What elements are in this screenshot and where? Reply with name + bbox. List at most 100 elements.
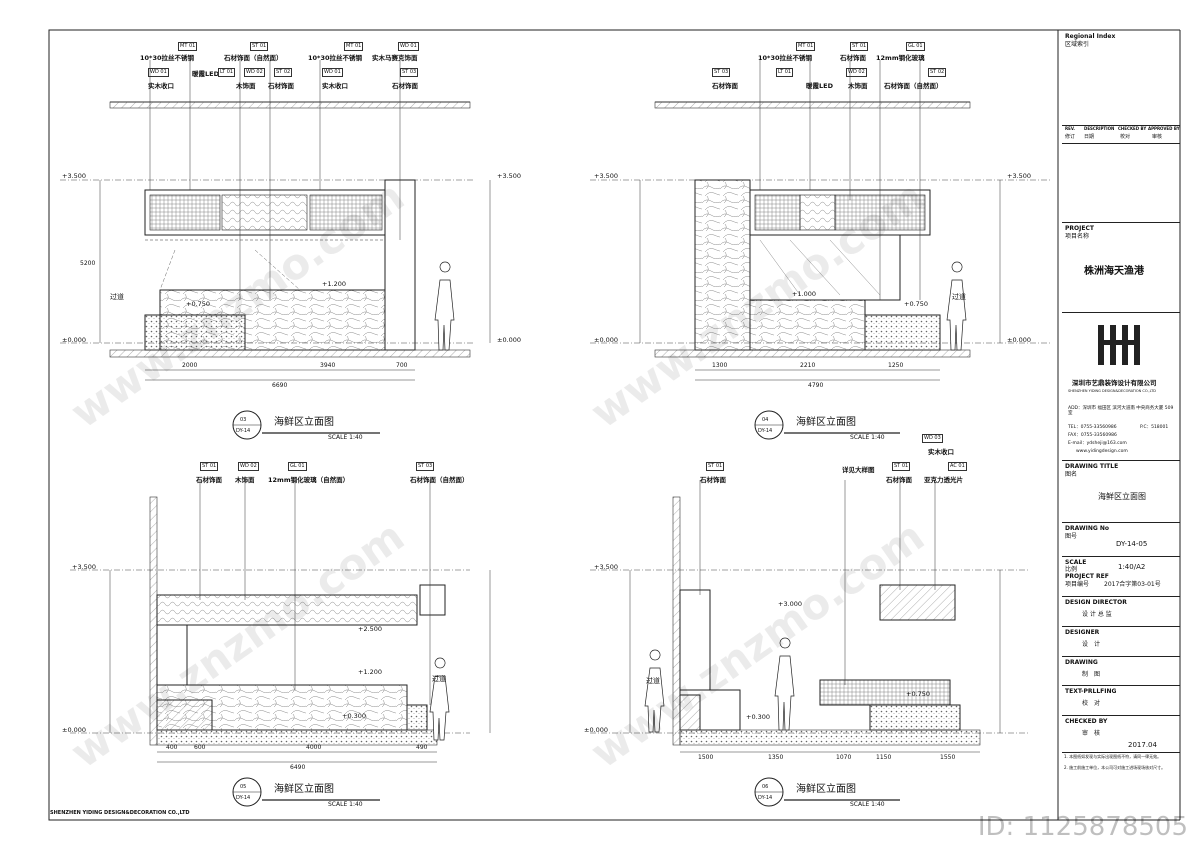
elevation-03 bbox=[60, 60, 491, 440]
material-tag: WD 02 bbox=[846, 68, 867, 77]
level-mark: +3.500 bbox=[594, 563, 619, 571]
sheet-drawing-title: 海鲜区立面图 bbox=[1098, 492, 1146, 501]
level-mark: +3.500 bbox=[62, 172, 87, 180]
dimension: 400 bbox=[166, 744, 178, 751]
drawing-title-label-cn: 图名 bbox=[1065, 471, 1078, 478]
company-address: ADD：深圳市 福田区 滨河大道南 中央商务大厦 509 室 bbox=[1068, 406, 1174, 417]
level-mark: ±0.000 bbox=[594, 336, 619, 344]
material-tag: MT 01 bbox=[796, 42, 816, 51]
level-mark: ±0.000 bbox=[62, 726, 87, 734]
annotation: 12mm钢化玻璃 bbox=[876, 54, 925, 62]
annotation: 木饰面 bbox=[848, 82, 868, 90]
level-mark: +1.200 bbox=[358, 668, 383, 676]
sheet-date: 2017.04 bbox=[1128, 741, 1157, 749]
annotation: 实木马赛克饰面 bbox=[372, 54, 418, 62]
project-ref-label: PROJECT REF bbox=[1065, 573, 1109, 580]
passage-label: 过道 bbox=[952, 293, 966, 301]
level-mark: +0.750 bbox=[186, 300, 211, 308]
material-tag: WD 01 bbox=[148, 68, 169, 77]
dimension: 2000 bbox=[182, 362, 198, 369]
dimension: 600 bbox=[194, 744, 206, 751]
project-ref: 2017合字第03-01号 bbox=[1104, 581, 1161, 588]
company-pc: P.C：518001 bbox=[1140, 425, 1169, 430]
rev-header-cn: 修订 bbox=[1065, 134, 1076, 140]
material-tag: ST 01 bbox=[200, 462, 219, 471]
drawing-cn: 制 图 bbox=[1082, 671, 1101, 678]
rev-header-cn: 校对 bbox=[1120, 134, 1131, 140]
company-web: www.yidingdesign.com bbox=[1076, 449, 1128, 454]
annotation: 木饰面 bbox=[236, 82, 256, 90]
annotation: 石材饰面 bbox=[886, 476, 912, 484]
dimension-side: 5200 bbox=[80, 260, 96, 267]
material-tag: MT 01 bbox=[344, 42, 364, 51]
drawing-title: 海鲜区立面图 bbox=[274, 784, 334, 795]
note: 1. 本图纸如发现与实际出现图纸不符，请同一律无效。 bbox=[1064, 754, 1162, 759]
dimension: 1150 bbox=[876, 754, 892, 761]
annotation: 石材饰面 bbox=[196, 476, 222, 484]
passage-label: 过道 bbox=[110, 293, 124, 301]
text-proof-label: TEXT-PRLLFING bbox=[1065, 688, 1117, 695]
note: 2. 施工前施工单位，本公司可对施工进场现场核对尺寸。 bbox=[1064, 765, 1166, 770]
material-tag: ST 03 bbox=[712, 68, 731, 77]
material-tag: WD 03 bbox=[922, 434, 943, 443]
annotation: 亚克力透光片 bbox=[924, 476, 963, 484]
drawing-scale: SCALE 1:40 bbox=[328, 434, 363, 441]
drawing-title: 海鲜区立面图 bbox=[796, 417, 856, 428]
material-tag: LT 01 bbox=[776, 68, 794, 77]
scale-label-cn: 比例 bbox=[1065, 566, 1078, 573]
text-proof-cn: 校 对 bbox=[1082, 700, 1101, 707]
annotation: 暖霞LED bbox=[806, 82, 833, 90]
material-tag: AC 01 bbox=[948, 462, 967, 471]
material-tag: MT 01 bbox=[178, 42, 198, 51]
annotation: 实木收口 bbox=[148, 82, 174, 90]
dimension: 2210 bbox=[800, 362, 816, 369]
drawing-title: 海鲜区立面图 bbox=[274, 417, 334, 428]
drawing-number: 05 bbox=[240, 784, 247, 790]
company-name: 深圳市艺鼎装饰设计有限公司 bbox=[1072, 379, 1157, 387]
material-tag: WD 01 bbox=[398, 42, 419, 51]
material-tag: ST 02 bbox=[928, 68, 947, 77]
level-mark: +0.750 bbox=[906, 690, 931, 698]
dimension: 1300 bbox=[712, 362, 728, 369]
drawing-no-label: DRAWING No bbox=[1065, 525, 1110, 532]
material-tag: WD 02 bbox=[244, 68, 265, 77]
annotation: 石材饰面（自然面） bbox=[410, 476, 469, 484]
material-tag: WD 01 bbox=[322, 68, 343, 77]
company-name-en: SHENZHEN YIDING DESIGN&DECORATION CO.,LT… bbox=[1068, 389, 1156, 393]
dimension: 3940 bbox=[320, 362, 336, 369]
level-mark: +3.000 bbox=[778, 600, 803, 608]
material-tag: LT 01 bbox=[218, 68, 236, 77]
dimension: 490 bbox=[416, 744, 428, 751]
material-tag: ST 03 bbox=[400, 68, 419, 77]
level-mark: ±0.000 bbox=[62, 336, 87, 344]
level-mark: +3.500 bbox=[497, 172, 522, 180]
rev-header: DESCRIPTION bbox=[1084, 126, 1115, 131]
footer-company: SHENZHEN YIDING DESIGN&DECORATION CO.,LT… bbox=[50, 810, 190, 816]
annotation: 12mm钢化玻璃（自然面） bbox=[268, 476, 350, 484]
level-mark: +3.500 bbox=[594, 172, 619, 180]
sheet-border bbox=[48, 29, 1059, 821]
annotation: 详见大样图 bbox=[842, 466, 875, 474]
dimension: 1500 bbox=[698, 754, 714, 761]
dimension: 4000 bbox=[306, 744, 322, 751]
project-name: 株洲海天渔港 bbox=[1084, 266, 1144, 277]
annotation: 木饰面 bbox=[235, 476, 255, 484]
material-tag: ST 01 bbox=[250, 42, 269, 51]
level-mark: +0.300 bbox=[342, 712, 367, 720]
annotation: 石材饰面（自然面） bbox=[224, 54, 283, 62]
rev-header: CHECKED BY bbox=[1118, 126, 1147, 131]
level-mark: +2.500 bbox=[358, 625, 383, 633]
rev-header-cn: 日期 bbox=[1084, 134, 1095, 140]
annotation: 石材饰面 bbox=[840, 54, 866, 62]
annotation: 暖霞LED bbox=[192, 70, 219, 78]
checked-label: CHECKED BY bbox=[1065, 718, 1108, 725]
material-tag: ST 01 bbox=[850, 42, 869, 51]
checked-cn: 审 核 bbox=[1082, 730, 1101, 737]
level-mark: +1.000 bbox=[792, 290, 817, 298]
rev-header: APPROVED BY bbox=[1148, 126, 1180, 131]
level-mark: +3.500 bbox=[72, 563, 97, 571]
project-label: PROJECT bbox=[1065, 225, 1094, 232]
drawing-scale: SCALE 1:40 bbox=[850, 434, 885, 441]
drawing-ref: DY-14 bbox=[758, 428, 773, 434]
